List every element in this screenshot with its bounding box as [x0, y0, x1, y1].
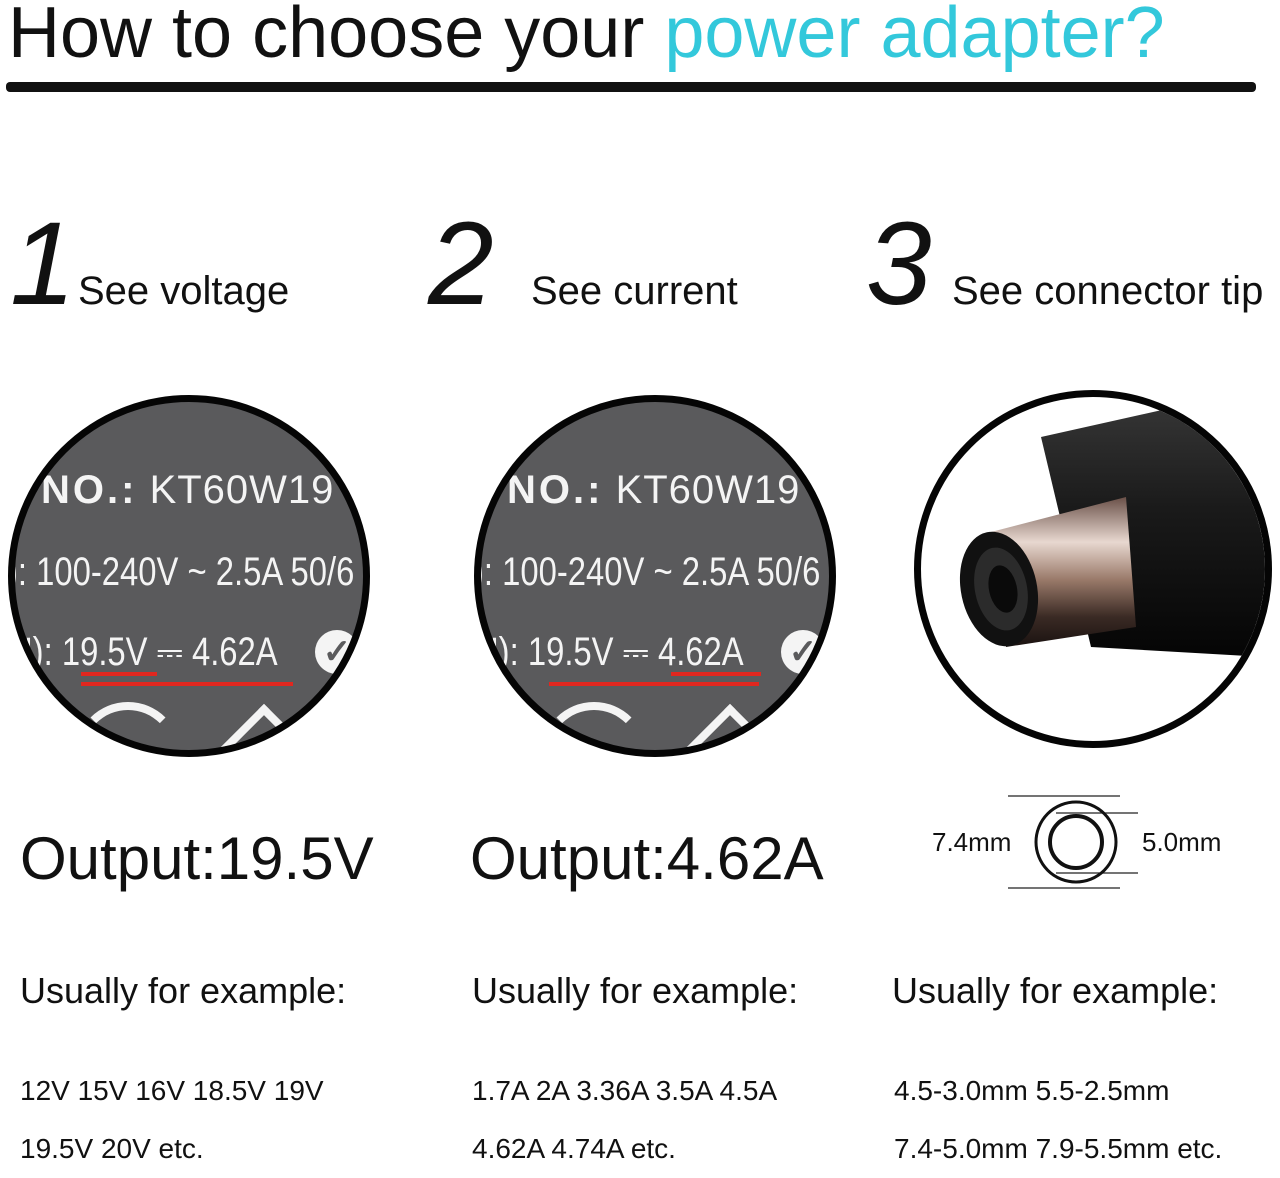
list-item: 1.7A 2A 3.36A 3.5A 4.5A [472, 1075, 778, 1106]
examples-heading-current: Usually for example: [472, 970, 799, 1011]
indoor-use-house-icon [674, 703, 786, 750]
examples-heading-connector: Usually for example: [892, 970, 1219, 1011]
input-rating: ): 100-240V ~ 2.5A 50/6 [8, 550, 355, 594]
title-underline [6, 82, 1256, 92]
symbol-arc-icon [75, 702, 181, 750]
output-current: Output:4.62A [470, 825, 824, 892]
connector-plug-icon [959, 397, 1265, 657]
output-voltage: Output:19.5V [20, 825, 374, 892]
certification-check-icon: ✓ [315, 630, 359, 674]
output-underline [549, 682, 759, 686]
outer-diameter-label: 7.4mm [932, 827, 1012, 857]
model-prefix: NO.: [507, 468, 604, 512]
voltage-examples: 12V 15V 16V 18.5V 19V 19.5V 20V etc. [20, 1062, 324, 1178]
step-number: 3 [866, 198, 932, 330]
adapter-label-zoom-current: NO.: KT60W19 ): 100-240V ~ 2.5A 50/6 H):… [474, 395, 836, 757]
indoor-use-house-icon [208, 703, 320, 750]
voltage-underline [81, 672, 157, 676]
model-number: KT60W19 [149, 468, 335, 512]
step-label: See connector tip [952, 269, 1264, 313]
output-underline [81, 682, 293, 686]
page-title: How to choose your power adapter? [8, 0, 1165, 73]
list-item: 19.5V 20V etc. [20, 1133, 204, 1164]
certification-check-icon: ✓ [781, 630, 825, 674]
current-underline [671, 672, 761, 676]
model-prefix: NO.: [41, 468, 138, 512]
list-item: 4.62A 4.74A etc. [472, 1133, 676, 1164]
step-label: See voltage [78, 269, 290, 313]
model-number: KT60W19 [615, 468, 801, 512]
list-item: 12V 15V 16V 18.5V 19V [20, 1075, 324, 1106]
adapter-label-zoom-voltage: NO.: KT60W19 ): 100-240V ~ 2.5A 50/6 H):… [8, 395, 370, 757]
model-line: NO.: KT60W19 [507, 468, 800, 513]
examples-heading-voltage: Usually for example: [20, 970, 347, 1011]
output-rating: H): 19.5V ⎓ 4.62A [9, 630, 278, 674]
connector-tip-photo [914, 390, 1272, 748]
current-examples: 1.7A 2A 3.36A 3.5A 4.5A 4.62A 4.74A etc. [472, 1062, 777, 1178]
input-rating: ): 100-240V ~ 2.5A 50/6 [474, 550, 821, 594]
list-item: 4.5-3.0mm 5.5-2.5mm [894, 1075, 1170, 1106]
model-line: NO.: KT60W19 [41, 468, 334, 513]
output-rating: H): 19.5V ⎓ 4.62A [475, 630, 744, 674]
step-number: 1 [10, 198, 76, 330]
title-accent: power adapter? [664, 0, 1165, 73]
step-number: 2 [428, 198, 494, 330]
connector-dimension-diagram [1008, 795, 1138, 889]
title-prefix: How to choose your [8, 0, 645, 73]
list-item: 7.4-5.0mm 7.9-5.5mm etc. [894, 1133, 1223, 1164]
step-label: See current [531, 269, 738, 313]
inner-diameter-label: 5.0mm [1142, 827, 1222, 857]
symbol-arc-icon [541, 702, 647, 750]
connector-examples: 4.5-3.0mm 5.5-2.5mm 7.4-5.0mm 7.9-5.5mm … [894, 1062, 1222, 1178]
